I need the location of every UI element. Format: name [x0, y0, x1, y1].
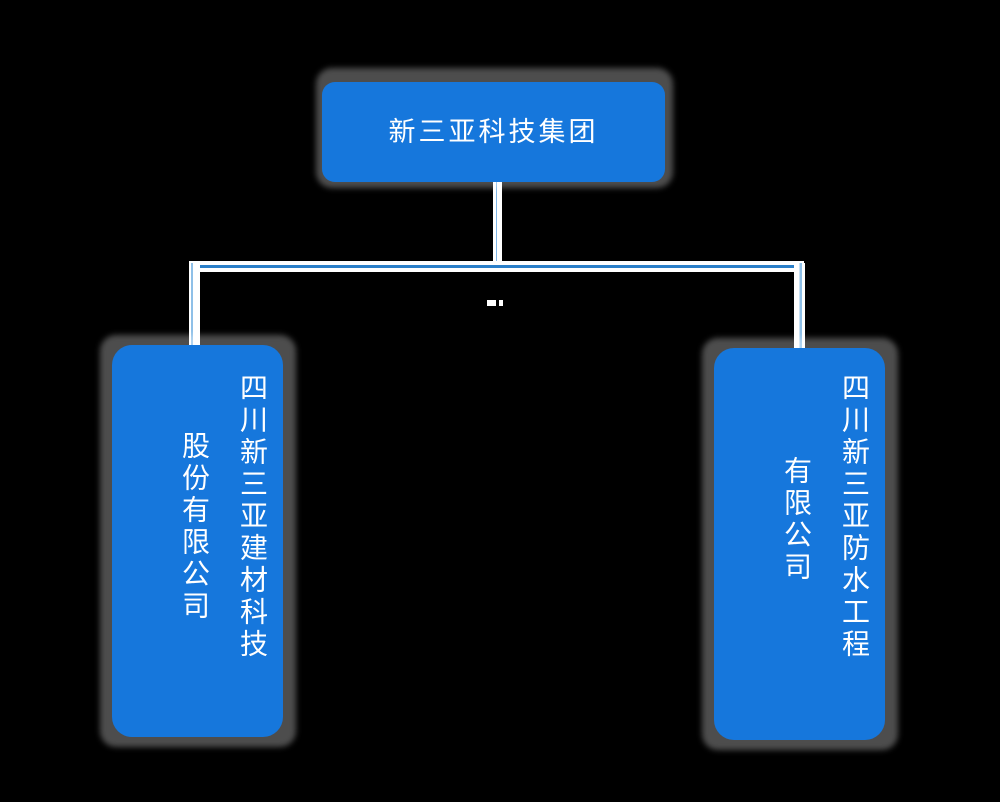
org-node-root-label: 新三亚科技集团 — [388, 116, 599, 147]
center-tick-mark — [487, 300, 496, 306]
connector-branch-right — [794, 263, 805, 351]
org-node-left[interactable]: 四川新三亚建材科技 股份有限公司 — [112, 345, 283, 737]
org-node-right[interactable]: 四川新三亚防水工程 有限公司 — [714, 348, 885, 740]
connector-branch-left — [189, 263, 200, 349]
org-node-left-label-sub: 股份有限公司 — [179, 431, 210, 623]
org-node-left-label-main: 四川新三亚建材科技 — [237, 373, 268, 661]
center-tick-mark-secondary — [499, 300, 503, 306]
connector-root-stem — [493, 180, 502, 268]
org-node-root[interactable]: 新三亚科技集团 — [322, 82, 665, 182]
org-node-right-label-sub: 有限公司 — [781, 456, 812, 584]
connector-horizontal-bus — [189, 261, 804, 272]
org-node-right-label-main: 四川新三亚防水工程 — [839, 373, 870, 661]
